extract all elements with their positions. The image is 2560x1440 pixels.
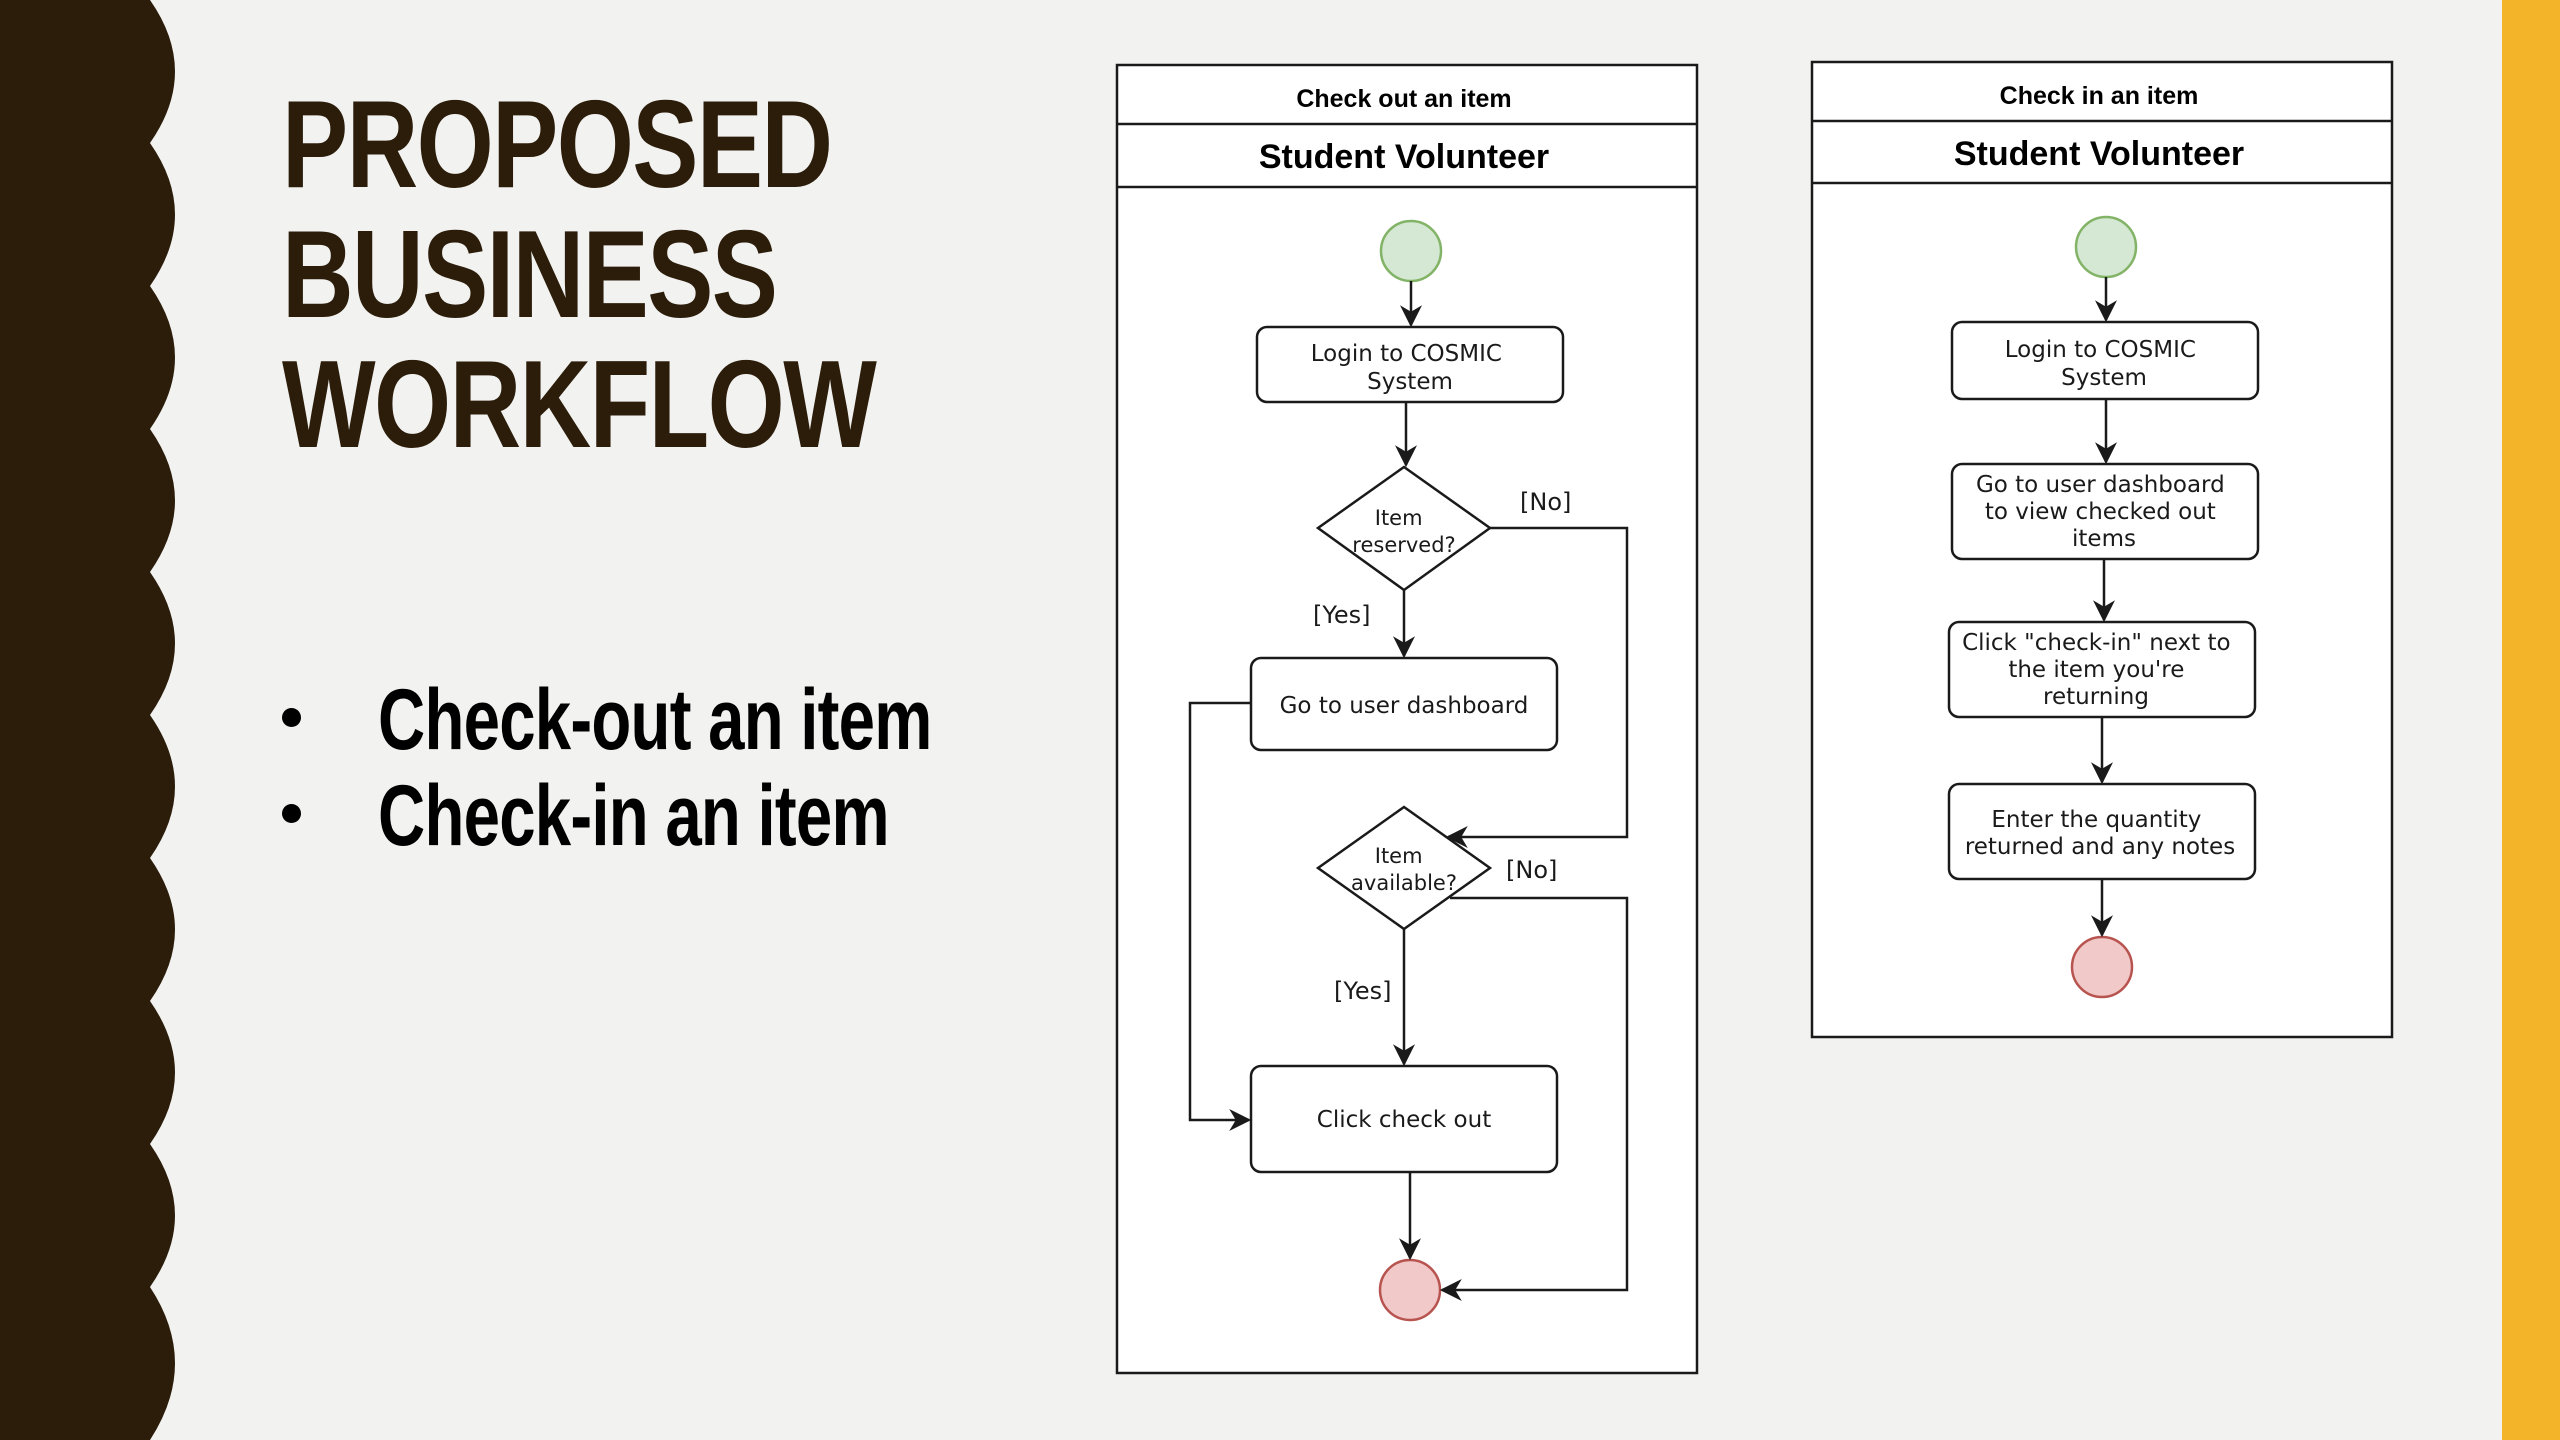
bullet-text: Check-out an item (378, 672, 932, 768)
checkout-login-text: Login to COSMIC System (1311, 341, 1510, 395)
text-line: Item (1375, 844, 1423, 868)
checkin-quantity-text: Enter the quantity returned and any note… (1965, 807, 2235, 860)
text-line: Item (1375, 506, 1423, 530)
checkout-lane-role: Student Volunteer (1259, 138, 1549, 176)
text-line: reserved? (1352, 533, 1455, 557)
checkout-reserved-text: Item reserved? (1352, 506, 1455, 557)
text-line: Enter the quantity (1991, 807, 2201, 833)
decorative-wave-band (0, 0, 175, 1440)
checkout-lane-title: Check out an item (1296, 85, 1511, 113)
text-line: to view checked out (1985, 499, 2216, 525)
checkout-action-text: Click check out (1317, 1107, 1491, 1133)
bullet-dot-icon (282, 804, 301, 823)
text-line: returned and any notes (1965, 834, 2235, 860)
text-line: Go to user dashboard (1976, 472, 2225, 498)
checkout-edge (1188, 701, 1252, 1131)
text-line: System (1367, 369, 1453, 395)
checkout-edge (1439, 896, 1629, 1301)
bullet-text: Check-in an item (378, 768, 890, 864)
text-line: Click "check-in" next to (1962, 630, 2231, 656)
guard-yes-label: [Yes] (1313, 601, 1370, 629)
text-line: Login to COSMIC (1311, 341, 1502, 367)
text-line: System (2061, 365, 2147, 391)
checkin-lane-title: Check in an item (2000, 82, 2199, 110)
text-line: items (2072, 526, 2136, 552)
accent-bar (2502, 0, 2560, 1440)
text-line: available? (1351, 871, 1457, 895)
guard-yes-label: [Yes] (1334, 977, 1391, 1005)
guard-no-label: [No] (1520, 488, 1571, 516)
checkout-edge (1445, 526, 1629, 848)
guard-no-label: [No] (1506, 856, 1557, 884)
title-line: PROPOSED (282, 76, 833, 214)
checkin-lane-role: Student Volunteer (1954, 135, 2244, 173)
title-line: WORKFLOW (282, 336, 877, 474)
text-line: Login to COSMIC (2005, 337, 2196, 363)
checkout-dashboard-text: Go to user dashboard (1280, 693, 1529, 719)
checkin-login-text: Login to COSMIC System (2005, 337, 2204, 391)
text-line: the item you're (2008, 657, 2184, 683)
checkin-end-node (2070, 935, 2134, 999)
text-line: returning (2043, 684, 2149, 710)
checkin-start-node (2074, 215, 2138, 279)
checkin-click-text: Click "check-in" next to the item you're… (1962, 630, 2238, 710)
bullet-dot-icon (282, 708, 301, 727)
slide-title: PROPOSED BUSINESS WORKFLOW (282, 80, 922, 470)
checkout-available-text: Item available? (1351, 844, 1457, 895)
title-line: BUSINESS (282, 206, 778, 344)
checkin-dashboard-text: Go to user dashboard to view checked out… (1976, 472, 2232, 552)
